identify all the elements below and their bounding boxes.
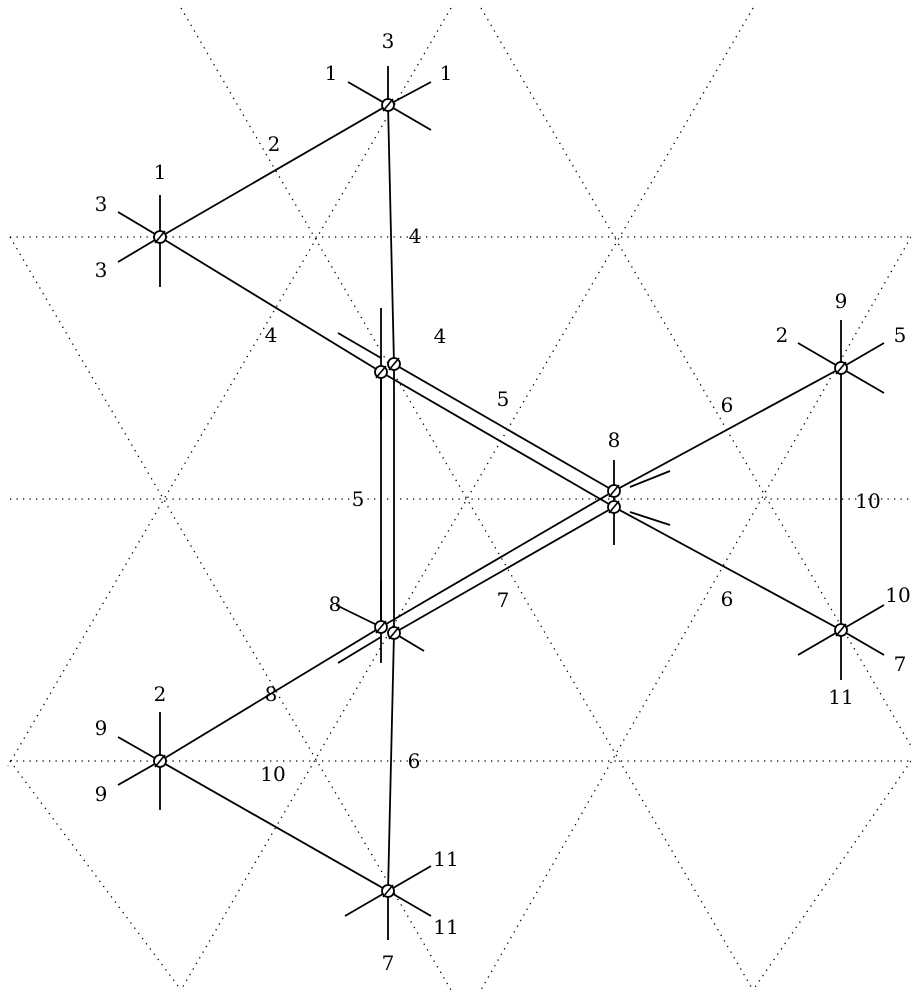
dotted-grid: [7, 7, 911, 991]
grid-line: [480, 7, 911, 747]
spoke: [117, 211, 161, 238]
vertex-node: [834, 623, 848, 637]
vertex-node: [607, 500, 621, 514]
vertex-node: [374, 365, 388, 379]
spoke: [387, 104, 432, 131]
vertex-labels: 1 1 3 1 3 3 4 8 9 2 5 8 10 7 11 2 9 9 11…: [95, 29, 911, 975]
spoke: [840, 342, 885, 369]
vertex-node: [374, 620, 388, 634]
edge-label: 5: [497, 387, 510, 411]
spoke: [840, 367, 885, 394]
spoke: [797, 629, 842, 656]
edge-label: 7: [497, 588, 510, 612]
vertex-label: 3: [382, 29, 395, 53]
spoke: [347, 81, 389, 106]
edge: [159, 104, 389, 238]
vertex-label: 11: [828, 685, 853, 709]
edge: [159, 236, 382, 373]
spoke: [840, 604, 885, 631]
vertex-node: [387, 626, 401, 640]
vertex-spokes: [117, 66, 885, 940]
vertex-label: 3: [95, 192, 108, 216]
grid-line: [480, 236, 911, 991]
vertex-node: [387, 357, 401, 371]
edge: [613, 506, 842, 631]
vertex-node: [381, 884, 395, 898]
spoke: [344, 890, 389, 917]
spoke: [629, 470, 671, 488]
edge-label: 2: [268, 132, 281, 156]
vertex-label: 8: [608, 428, 621, 452]
vertex-label: 9: [95, 782, 108, 806]
vertex-node: [381, 98, 395, 112]
edge: [393, 506, 615, 634]
grid-line: [9, 236, 452, 991]
vertex-node: [607, 484, 621, 498]
vertex-label: 2: [776, 323, 789, 347]
edge: [380, 371, 615, 508]
spoke: [117, 760, 161, 786]
vertex-node: [834, 361, 848, 375]
edge-label: 4: [265, 323, 278, 347]
vertex-label: 11: [433, 915, 458, 939]
vertex-label: 1: [440, 61, 453, 85]
spoke: [629, 511, 671, 526]
spoke: [337, 332, 382, 359]
edge-label: 6: [721, 393, 734, 417]
edges: [159, 104, 842, 892]
edge-label: 5: [352, 487, 365, 511]
edge: [387, 632, 395, 892]
edge-label: 6: [721, 587, 734, 611]
vertex-label: 8: [329, 592, 342, 616]
edge-label: 8: [265, 682, 278, 706]
vertex-label: 2: [154, 682, 167, 706]
spoke: [797, 342, 842, 369]
grid-line: [7, 7, 452, 767]
spoke: [117, 236, 161, 263]
edge: [393, 363, 615, 492]
edge: [387, 104, 395, 365]
vertex-node: [153, 754, 167, 768]
edge-label: 6: [408, 749, 421, 773]
vertex-label: 7: [894, 652, 907, 676]
vertex-label: 10: [885, 583, 910, 607]
grid-line: [180, 7, 754, 991]
vertices: [153, 98, 848, 898]
spoke: [387, 890, 432, 917]
vertex-label: 9: [835, 289, 848, 313]
vertex-label: 4: [434, 324, 447, 348]
spoke: [840, 629, 885, 656]
grid-line: [752, 760, 911, 991]
vertex-label: 1: [325, 61, 338, 85]
vertex-label: 7: [382, 951, 395, 975]
edge-labels: 2 4 4 5 5 6 6 7 8 6 10 10: [260, 132, 880, 786]
spoke: [117, 736, 161, 762]
edge-label: 10: [855, 489, 880, 513]
edge: [159, 626, 382, 762]
spoke: [387, 865, 432, 892]
vertex-label: 11: [433, 847, 458, 871]
vertex-node: [153, 230, 167, 244]
spoke: [387, 81, 432, 106]
edge-label: 4: [409, 224, 422, 248]
edge: [613, 367, 842, 492]
edge-label: 10: [260, 762, 285, 786]
vertex-label: 1: [154, 160, 167, 184]
grid-line: [180, 7, 754, 991]
vertex-label: 5: [894, 323, 907, 347]
edge: [380, 490, 615, 628]
vertex-label: 9: [95, 716, 108, 740]
spoke: [337, 636, 382, 664]
vertex-label: 3: [95, 258, 108, 282]
spoke: [335, 604, 382, 628]
edge: [159, 760, 389, 892]
